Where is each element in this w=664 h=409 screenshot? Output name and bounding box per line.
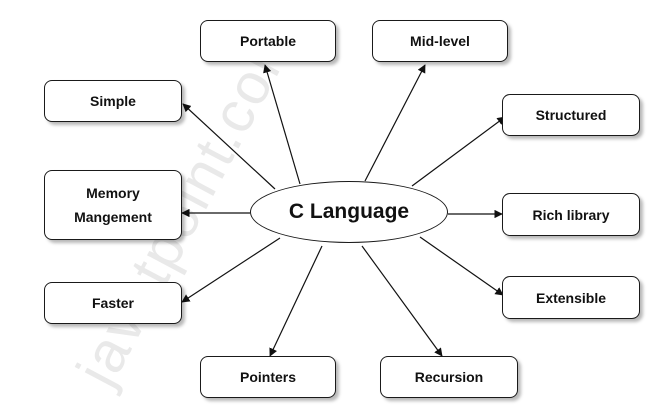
node-mid-level: Mid-level	[372, 20, 508, 62]
node-label: Memory Mangement	[74, 185, 152, 225]
node-label: Portable	[239, 33, 296, 49]
arrow-pointers	[269, 245, 323, 357]
center-node-label: C Language	[288, 200, 410, 223]
node-label: Faster	[91, 295, 135, 311]
node-pointers: Pointers	[200, 356, 336, 398]
node-structured: Structured	[502, 94, 640, 136]
node-label: Recursion	[414, 369, 484, 385]
node-label: Extensible	[535, 289, 607, 306]
node-portable: Portable	[200, 20, 336, 62]
node-extensible: Extensible	[502, 276, 640, 319]
arrow-recursion	[361, 245, 443, 357]
node-label: Pointers	[239, 369, 296, 385]
node-label: Simple	[90, 93, 136, 109]
node-recursion: Recursion	[380, 356, 518, 398]
node-rich-library: Rich library	[502, 193, 640, 236]
arrow-simple	[182, 103, 276, 190]
node-memory-management: Memory Mangement	[44, 170, 182, 240]
arrow-extensible	[419, 236, 504, 296]
node-label: Mid-level	[410, 33, 470, 49]
node-label: Rich library	[532, 206, 610, 223]
arrow-structured	[411, 116, 506, 187]
arrow-mid-level	[364, 64, 426, 182]
center-node: C Language	[250, 181, 448, 243]
node-simple: Simple	[44, 80, 182, 122]
node-faster: Faster	[44, 282, 182, 324]
arrow-portable	[263, 64, 301, 185]
arrow-faster	[181, 237, 281, 303]
node-label: Structured	[535, 107, 607, 123]
